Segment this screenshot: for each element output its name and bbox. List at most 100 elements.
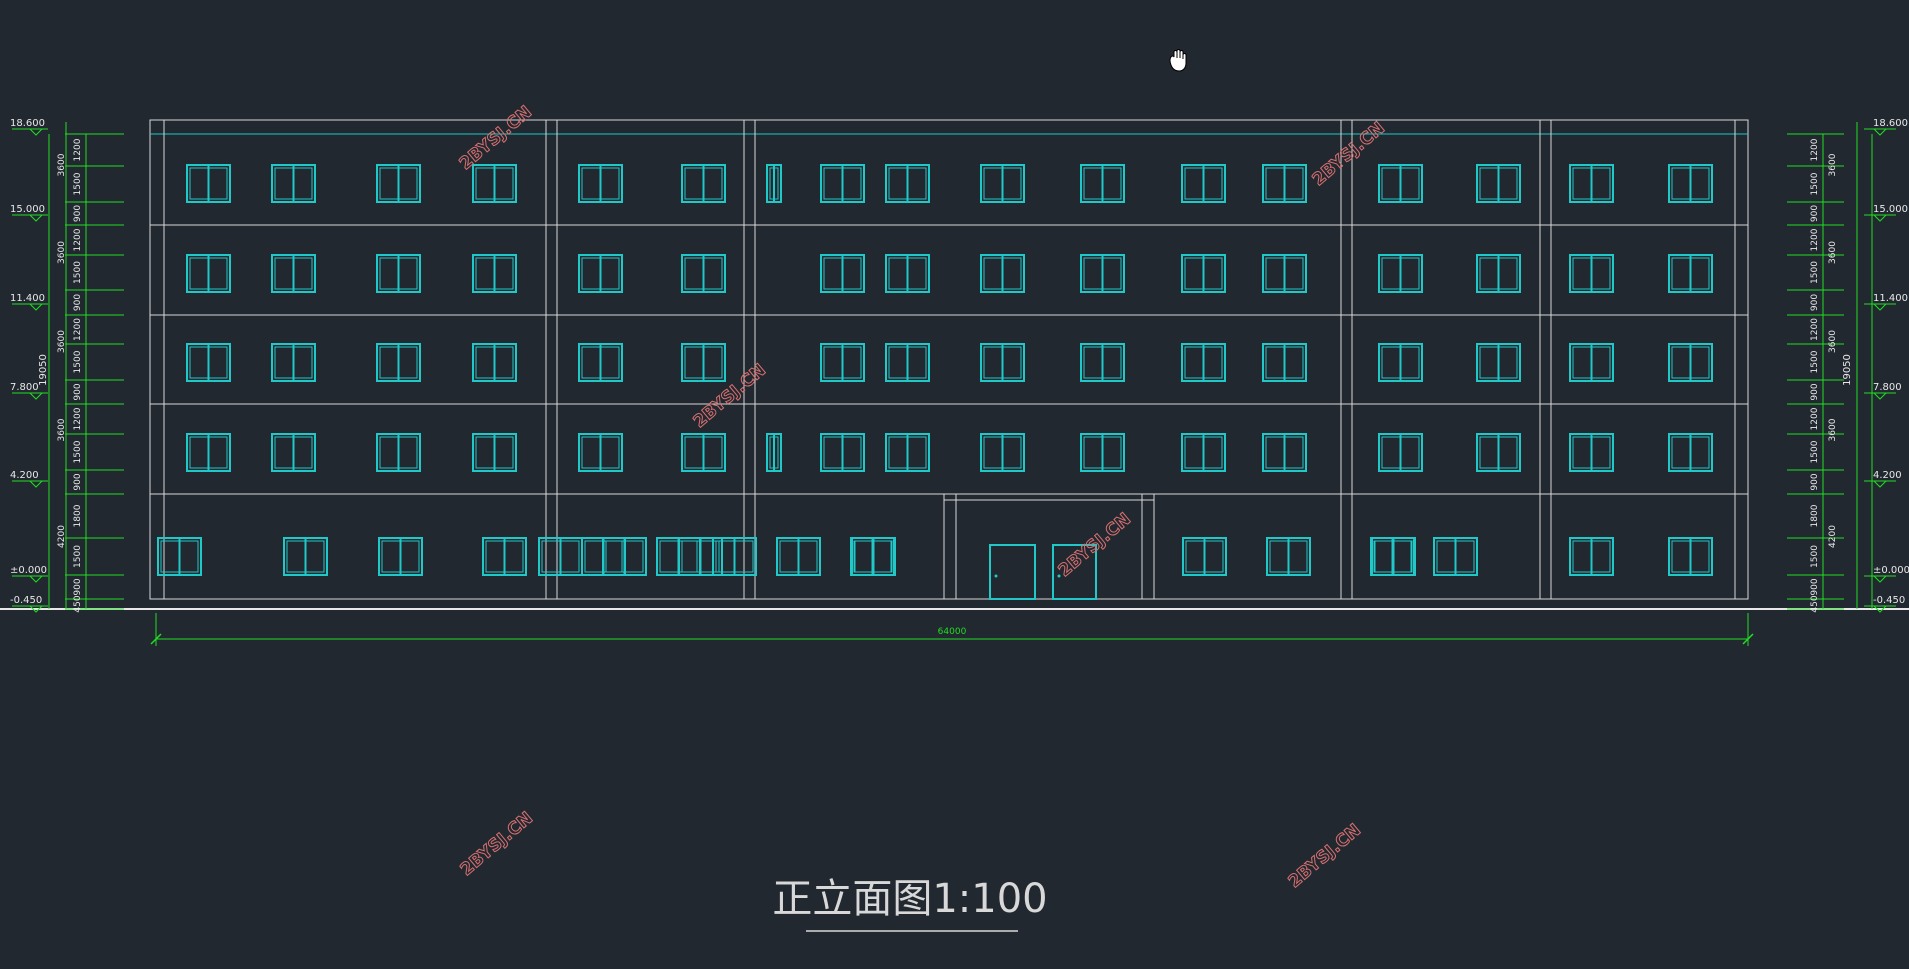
bottom-dimension-line: 64000 [150,613,1754,646]
window [885,343,930,382]
window [681,433,726,472]
storey-dim-value: 3600 [1828,330,1838,353]
window [712,537,757,576]
watermark-text: 2BYSJ.CN [690,360,770,432]
hand-pan-icon[interactable] [1169,49,1187,72]
elevation-label: ±0.000 [1873,565,1909,576]
window [1080,164,1125,203]
window [1476,254,1521,293]
elevation-label: ±0.000 [10,565,47,576]
elevation-label: 11.400 [1873,293,1908,304]
segment-dim-value: 900 [73,294,83,311]
elevation-marker-triangle [29,480,43,488]
window [820,254,865,293]
window [885,254,930,293]
segment-dim-value: 1500 [1810,261,1820,284]
segment-dim-value: 900 [73,205,83,222]
storey-dim-value: 3600 [1828,241,1838,264]
segment-dim-value: 1200 [1810,407,1820,430]
segment-dim-value: 900 [1810,205,1820,222]
window [186,254,231,293]
segment-dim-value: 900 [1810,383,1820,400]
segment-dim-value: 450 [73,595,83,612]
window [980,254,1025,293]
segment-dim-value: 1500 [1810,350,1820,373]
window [1668,537,1713,576]
storey-dim-value: 3600 [57,330,67,353]
window [980,164,1025,203]
elevation-marker-triangle [1873,575,1887,583]
door-handle [1057,574,1061,578]
window [578,164,623,203]
window [885,164,930,203]
window [1569,254,1614,293]
elevation-marker-triangle [1873,480,1887,488]
entrance-canopy-frame [943,493,1155,600]
window [1476,164,1521,203]
segment-dim-value: 900 [1810,473,1820,490]
elevation-label: -0.450 [10,595,42,606]
window [472,254,517,293]
window [1262,254,1307,293]
entrance-door [1052,544,1097,600]
window [681,254,726,293]
elevation-marker-triangle [29,605,43,613]
window [1262,164,1307,203]
storey-dim-value: 3600 [57,153,67,176]
storey-dim-value: 3600 [57,241,67,264]
window [681,164,726,203]
window [538,537,583,576]
segment-dim-value: 1500 [1810,172,1820,195]
segment-dim-value: 1500 [73,350,83,373]
window [376,433,421,472]
window [1668,164,1713,203]
segment-dim-value: 1200 [73,407,83,430]
window [186,343,231,382]
segment-dim-value: 1200 [73,228,83,251]
window [1668,254,1713,293]
window [376,254,421,293]
window [980,433,1025,472]
left-dimension-chain: 1200150090012001500900120015009001200150… [10,118,124,613]
storey-dim-value: 3600 [1828,153,1838,176]
storey-dim-value: 4200 [57,525,67,548]
window [1181,433,1226,472]
elevation-marker-triangle [1873,303,1887,311]
window [1262,343,1307,382]
window [1668,343,1713,382]
segment-dim-value: 900 [73,383,83,400]
elevation-label: 7.800 [1873,382,1902,393]
window [186,433,231,472]
window [1476,343,1521,382]
elevation-marker-triangle [1873,392,1887,400]
segment-dim-value: 900 [1810,578,1820,595]
window [820,433,865,472]
elevation-label: 15.000 [10,204,45,215]
storey-dim-value: 4200 [1828,525,1838,548]
elevation-marker-triangle [29,128,43,136]
window [472,343,517,382]
window [581,537,626,576]
building-outline [0,119,1909,610]
window [378,537,423,576]
window [482,537,527,576]
window [1476,433,1521,472]
segment-dim-value: 1200 [73,138,83,161]
storey-dim-value: 3600 [1828,418,1838,441]
window [1433,537,1478,576]
segment-dim-value: 1200 [1810,318,1820,341]
overall-width-dimension: 64000 [938,627,967,637]
window [1378,433,1423,472]
window [271,254,316,293]
window [1569,343,1614,382]
window [820,164,865,203]
drawing-title-block: 正立面图1:100 [772,876,1048,932]
entrance-door [989,544,1036,600]
entrance-layer [943,493,1155,600]
watermark-text: 2BYSJ.CN [456,102,536,174]
segment-dim-value: 1500 [1810,440,1820,463]
window [1668,433,1713,472]
